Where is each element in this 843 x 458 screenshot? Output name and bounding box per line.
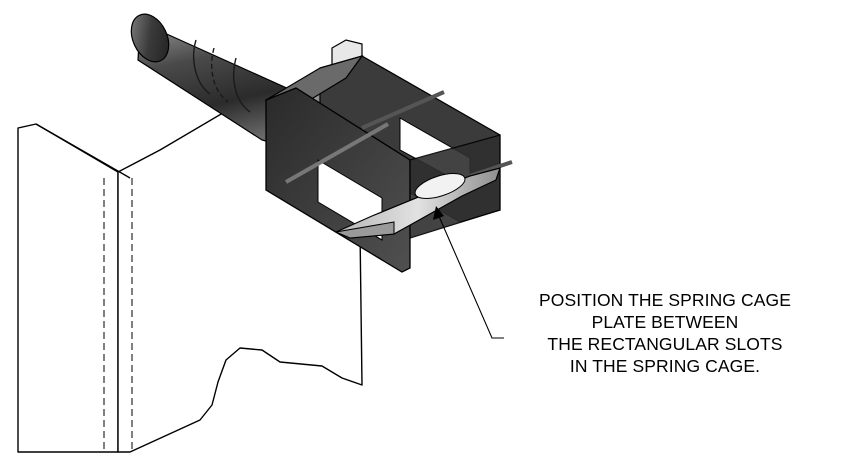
bracket-side-face <box>17 123 119 453</box>
tie-rod-lower <box>285 122 389 184</box>
instruction-callout: POSITION THE SPRING CAGE PLATE BETWEEN T… <box>490 289 840 377</box>
callout-line-1: POSITION THE SPRING CAGE <box>539 290 791 310</box>
tie-rod-upper <box>361 90 445 130</box>
cylinder-band-3 <box>232 57 251 113</box>
cylinder-band-1 <box>192 39 211 95</box>
bracket-fold-edge <box>35 123 131 179</box>
plate-left-tab <box>334 221 395 239</box>
callout-line-3: THE RECTANGULAR SLOTS <box>547 334 783 354</box>
spring-cage-plate <box>334 167 501 239</box>
leader-arrowhead <box>433 206 444 220</box>
leader-line <box>437 213 504 339</box>
plate-dimple <box>414 173 466 199</box>
callout-line-4: IN THE SPRING CAGE. <box>569 356 761 376</box>
cylinder-end-cap <box>130 13 170 63</box>
callout-line-2: PLATE BETWEEN <box>591 312 739 332</box>
callout-leader <box>433 206 504 339</box>
